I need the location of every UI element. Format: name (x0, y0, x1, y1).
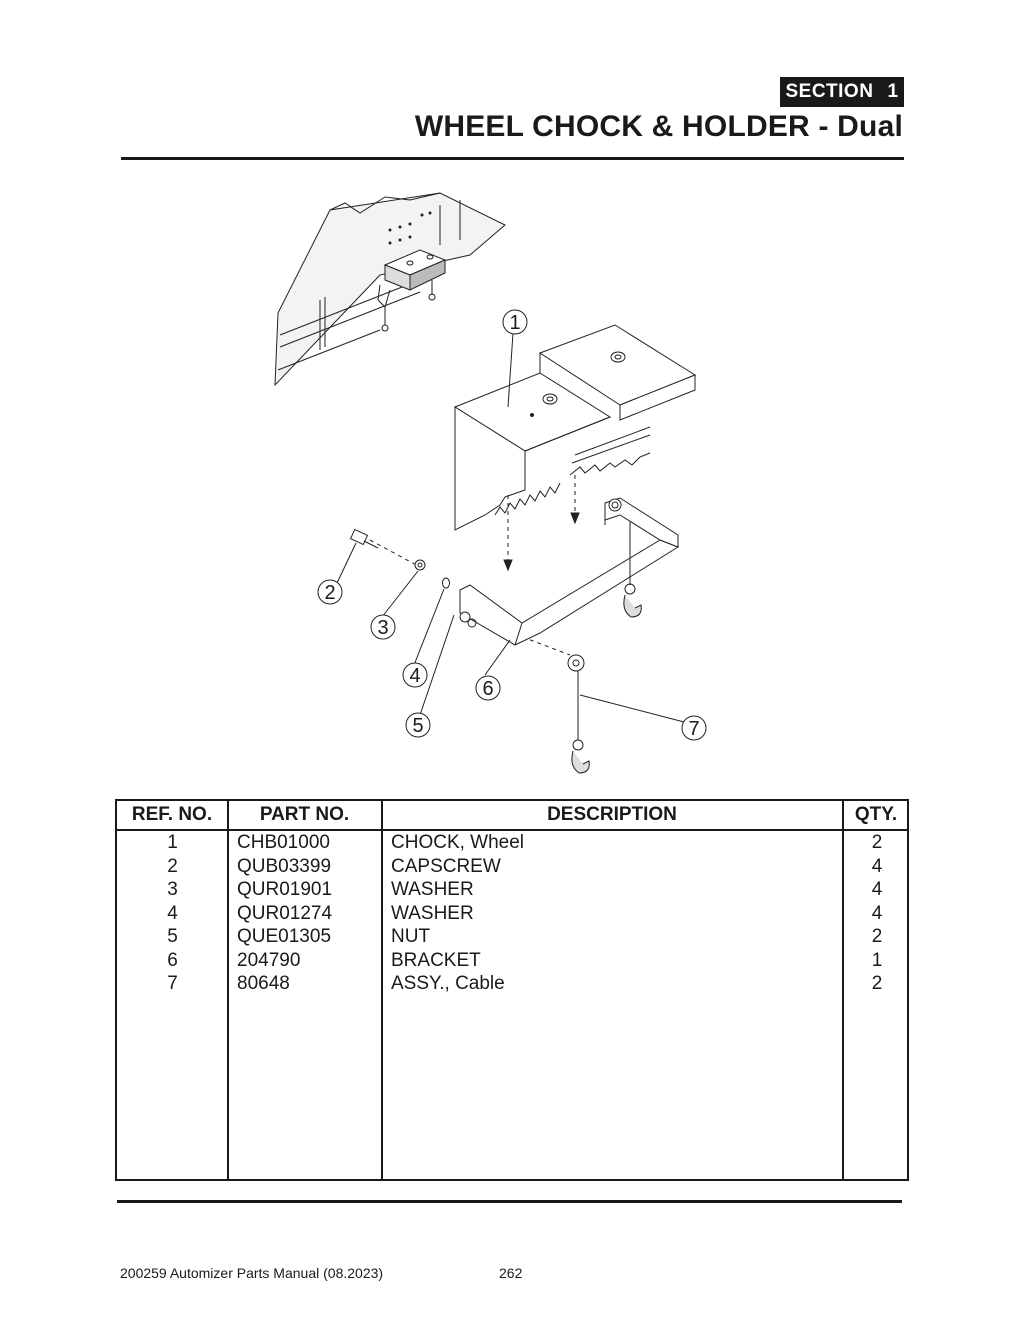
qty: 2 (871, 926, 883, 947)
qty: 4 (871, 902, 883, 924)
header-part-no: PART NO. (259, 804, 350, 825)
table-row: 5 QUE01305 NUT 2 (117, 926, 907, 950)
description: BRACKET (391, 949, 481, 971)
description: WASHER (391, 879, 474, 900)
section-badge: SECTION 1 (780, 77, 904, 107)
frame-overview-illustration (274, 192, 506, 387)
ref-no: 6 (167, 949, 178, 971)
footer-manual-title: 200259 Automizer Parts Manual (08.2023) (120, 1265, 384, 1281)
part-no: 80648 (237, 973, 290, 994)
washer-small (442, 577, 450, 589)
header-qty: QTY. (854, 804, 898, 825)
section-number: 1 (887, 81, 899, 102)
ref-no: 7 (167, 973, 178, 994)
washer-large (414, 559, 426, 571)
table-row: 6 204790 BRACKET 1 (117, 950, 907, 974)
header-description: DESCRIPTION (547, 804, 677, 825)
callout-4: 4 (409, 665, 420, 687)
qty: 4 (871, 855, 883, 877)
part-no: CHB01000 (237, 832, 330, 853)
qty: 4 (871, 879, 883, 900)
description: ASSY., Cable (391, 973, 505, 994)
bracket (459, 497, 680, 646)
table-row: 1 CHB01000 CHOCK, Wheel 2 (117, 832, 907, 856)
exploded-parts-diagram: 1 2 3 4 5 6 7 (274, 192, 707, 774)
callout-2: 2 (324, 582, 335, 604)
description: NUT (391, 926, 431, 947)
description: CHOCK, Wheel (391, 832, 525, 853)
table-body: 1 CHB01000 CHOCK, Wheel 2 2 QUB03399 CAP… (117, 832, 907, 997)
chock-right (538, 324, 697, 476)
capscrew (349, 528, 379, 549)
callout-1: 1 (509, 312, 520, 334)
page-title: WHEEL CHOCK & HOLDER - Dual (414, 110, 903, 143)
part-no: QUB03399 (237, 855, 332, 877)
part-no: QUE01305 (237, 926, 332, 947)
qty: 2 (871, 973, 883, 994)
ref-no: 2 (167, 855, 178, 877)
table-row: 4 QUR01274 WASHER 4 (117, 903, 907, 927)
qty: 1 (871, 949, 883, 971)
qty: 2 (871, 832, 883, 853)
chock-left (453, 372, 612, 531)
table-row: 7 80648 ASSY., Cable 2 (117, 973, 907, 997)
callout-3: 3 (377, 617, 388, 639)
footer-rule (117, 1200, 902, 1203)
description: WASHER (391, 902, 474, 924)
table-row: 3 QUR01901 WASHER 4 (117, 879, 907, 903)
section-label: SECTION (785, 81, 874, 102)
part-no: QUR01274 (237, 902, 333, 924)
description: CAPSCREW (391, 855, 501, 877)
table-row: 2 QUB03399 CAPSCREW 4 (117, 856, 907, 880)
parts-table: REF. NO. PART NO. DESCRIPTION QTY. 1 CHB… (115, 799, 909, 1181)
part-no: 204790 (237, 949, 301, 971)
callout-6: 6 (482, 678, 493, 700)
callout-7: 7 (688, 718, 699, 740)
part-no: QUR01901 (237, 879, 333, 900)
ref-no: 1 (167, 832, 178, 853)
header-ref-no: REF. NO. (131, 804, 213, 825)
header-rule (121, 157, 904, 160)
ref-no: 4 (167, 902, 178, 924)
ref-no: 3 (167, 879, 178, 900)
callout-5: 5 (412, 715, 423, 737)
cable-front (567, 654, 590, 774)
ref-no: 5 (167, 926, 178, 947)
page-number: 262 (499, 1265, 523, 1281)
cable-right (623, 521, 642, 618)
